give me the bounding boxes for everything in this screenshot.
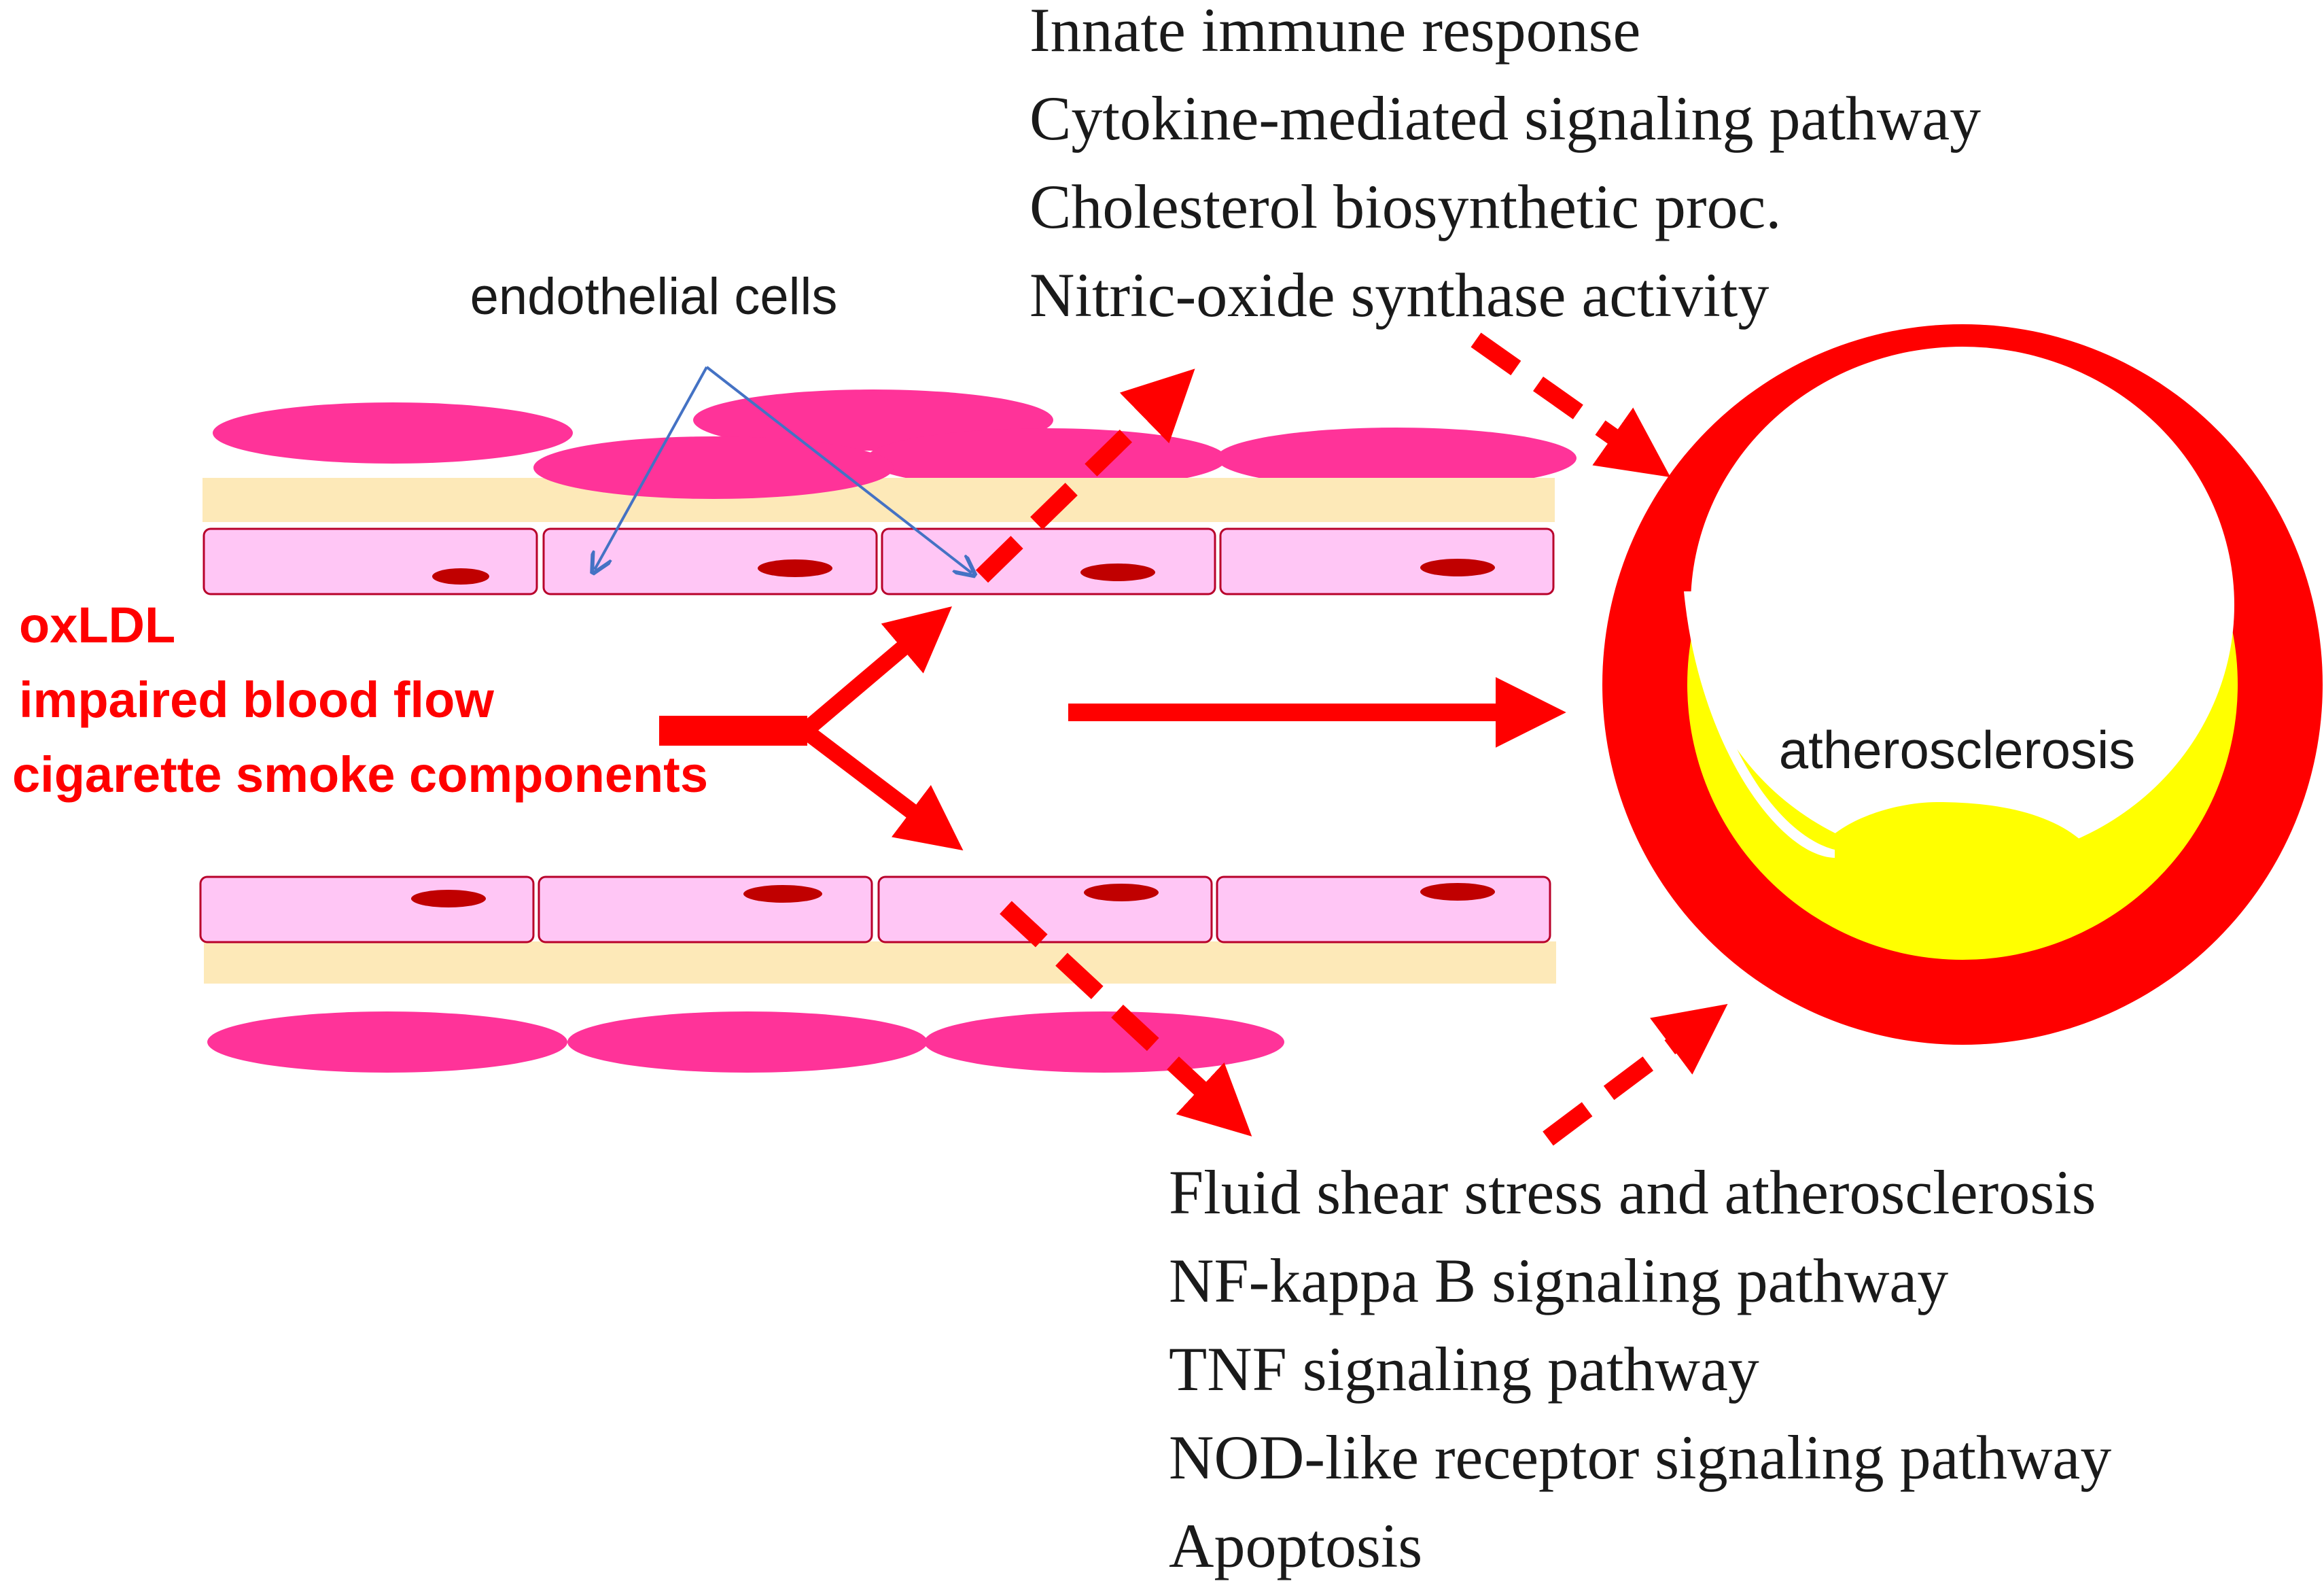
endothelial-cell [542,527,878,595]
pathway-item: Apoptosis [1169,1511,1422,1580]
arrow-to-upper-endothelium [800,606,952,738]
endothelial-cell [1219,527,1555,595]
upper-vessel-wall [203,389,1577,595]
pathway-terms: Fluid shear stress and atherosclerosis N… [1169,1158,2111,1580]
term-item: Nitric-oxide synthase activity [1029,260,1769,330]
nucleus [432,568,489,585]
pathway-item: NF-kappa B signaling pathway [1169,1246,1948,1315]
dashed-arrow-terms-to-vessel [1471,332,1671,477]
term-item: Cholesterol biosynthetic proc. [1029,172,1781,241]
smooth-muscle-cell [924,1011,1284,1073]
endothelial-cell [1216,876,1551,943]
pathway-item: NOD-like receptor signaling pathway [1169,1423,2111,1492]
stimulus-item: oxLDL [19,597,175,653]
callout-line [595,366,708,570]
pathway-item: TNF signaling pathway [1169,1334,1759,1404]
nucleus [1420,883,1495,901]
pathway-item: Fluid shear stress and atherosclerosis [1169,1158,2096,1227]
nucleus [758,559,832,577]
endothelial-cell [881,527,1216,595]
dashed-arrow-to-upregulated-terms [975,368,1195,583]
term-item: Innate immune response [1029,0,1640,65]
smooth-muscle-cell [533,436,894,499]
vessel-cross-section: atherosclerosis [1602,324,2323,1045]
endothelial-cell [538,876,873,943]
basement-membrane [204,941,1556,984]
nucleus [1080,564,1155,581]
endothelial-cell [199,876,535,943]
endothelial-callout: endothelial cells [470,268,972,573]
stimulus-item: cigarette smoke components [12,746,708,803]
dashed-arrows [975,332,1728,1146]
vessel-lumen [1691,347,2234,863]
stimulus-arrows [659,606,1566,851]
plaque-mound [1816,802,2096,904]
nucleus [743,885,822,903]
smooth-muscle-cell [213,402,573,464]
nucleus [1084,884,1159,901]
upregulated-terms: Innate immune response Cytokine-mediated… [1029,0,1981,330]
nucleus [411,890,486,907]
dashed-arrow-pathways-to-vessel [1543,1003,1728,1146]
smooth-muscle-cell [866,428,1227,489]
dashed-arrow-to-pathway-terms [1000,901,1252,1137]
endothelial-cells-label: endothelial cells [470,268,838,326]
term-item: Cytokine-mediated signaling pathway [1029,84,1981,153]
endothelial-cell [203,527,538,595]
stimuli-list: oxLDL impaired blood flow cigarette smok… [12,597,708,803]
atherosclerosis-label: atherosclerosis [1779,720,2136,780]
lower-vessel-wall [199,876,1556,1073]
smooth-muscle-cell [1216,428,1577,489]
callout-line [705,366,972,573]
stimulus-item: impaired blood flow [19,672,494,728]
smooth-muscle-cell [567,1011,928,1073]
smooth-muscle-cell [207,1011,567,1073]
arrow-to-lower-endothelium [800,724,964,851]
nucleus [1420,559,1495,576]
endothelial-cell [877,876,1213,943]
